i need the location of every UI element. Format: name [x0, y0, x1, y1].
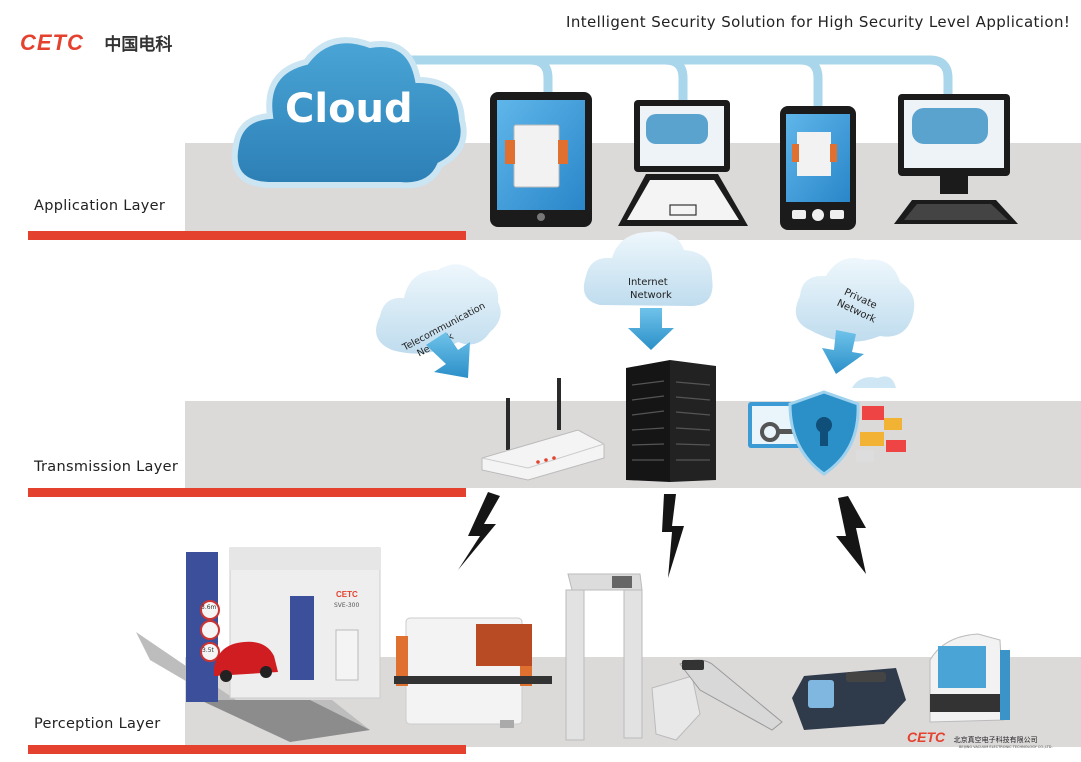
- perception-red-bar: [28, 745, 466, 754]
- lightning-bolt-icon: [662, 494, 684, 578]
- scanner-model-label: SVE-300: [334, 602, 360, 609]
- footer-company-cn: 北京真空电子科技有限公司: [953, 736, 1038, 744]
- perception-layer-label: Perception Layer: [34, 716, 161, 732]
- baggage-xray-scanner-icon: [394, 617, 552, 728]
- transmission-red-bar: [28, 488, 466, 497]
- transmission-layer-label: Transmission Layer: [34, 459, 179, 475]
- phone-device-icon: [780, 106, 856, 230]
- router-icon: [481, 378, 605, 481]
- handheld-detector-icon: [651, 659, 783, 741]
- application-layer-label: Application Layer: [34, 198, 166, 214]
- scanner-brand-label: CETC: [336, 590, 358, 599]
- height-sign-label: 3.6m: [201, 604, 217, 611]
- footer-logo: CETC 北京真空电子科技有限公司 BEIJING VACUUM ELECTRO…: [907, 729, 1077, 749]
- cetc-logo: CETC 中国电科: [20, 30, 172, 56]
- private-arrow-icon: [822, 330, 864, 374]
- wireless-signal-icons: [458, 492, 866, 578]
- laptop-device-icon: [618, 100, 748, 226]
- kiosk-terminal-icon: [929, 633, 1010, 723]
- cloud-icon: [231, 37, 467, 189]
- cloud-label: Cloud: [285, 86, 413, 132]
- cloud-links: [395, 55, 953, 110]
- tablet-device-icon: [490, 92, 592, 227]
- vehicle-scanner-icon: [136, 547, 381, 742]
- cetc-logo-text: CETC: [20, 30, 84, 55]
- cetc-logo-cn: 中国电科: [104, 35, 173, 55]
- telecom-network-cloud: Telecommunication Network: [376, 264, 501, 359]
- footer-company-en: BEIJING VACUUM ELECTRONIC TECHNOLOGY CO.…: [959, 745, 1053, 749]
- desktop-device-icon: [894, 94, 1018, 224]
- trace-detector-icon: [792, 668, 906, 730]
- internet-arrow-icon: [628, 308, 674, 350]
- weight-sign-label: 3.5t: [202, 647, 214, 654]
- private-network-cloud: Private Network: [795, 258, 915, 342]
- telecom-arrow-icon: [426, 332, 470, 378]
- lightning-bolt-icon: [836, 496, 866, 574]
- footer-logo-text: CETC: [907, 729, 946, 745]
- internet-network-label: Internet Network: [628, 277, 672, 301]
- server-rack-icon: [626, 360, 716, 482]
- internet-network-cloud: Internet Network: [583, 231, 713, 306]
- application-red-bar: [28, 231, 466, 240]
- lightning-bolt-icon: [458, 492, 500, 570]
- security-shield-icon: [748, 376, 906, 476]
- page-tagline: Intelligent Security Solution for High S…: [566, 13, 1071, 31]
- metal-detector-gate-icon: [565, 573, 643, 741]
